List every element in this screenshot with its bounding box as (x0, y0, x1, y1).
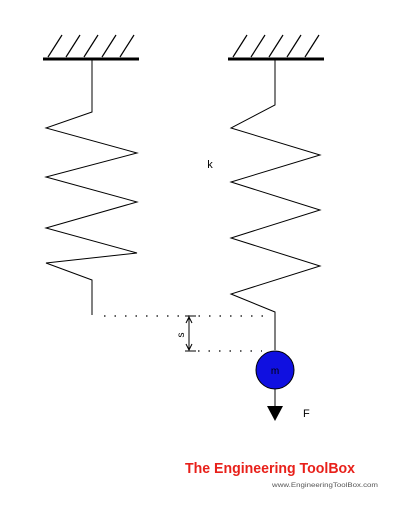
left-fixed-support (43, 34, 139, 61)
right-spring-stretched (229, 59, 322, 350)
mass-label: m (271, 366, 279, 377)
spring-constant-label: k (207, 159, 213, 171)
displacement-dimension (185, 315, 196, 352)
force-label: F (303, 408, 310, 420)
force-arrow (267, 389, 283, 421)
right-fixed-support (228, 34, 324, 61)
displacement-label: s (176, 333, 187, 338)
left-spring-unstretched (44, 59, 139, 315)
brand-url: www.EngineeringToolBox.com (271, 483, 378, 489)
brand-logo-text: The Engineering ToolBox (185, 460, 356, 477)
